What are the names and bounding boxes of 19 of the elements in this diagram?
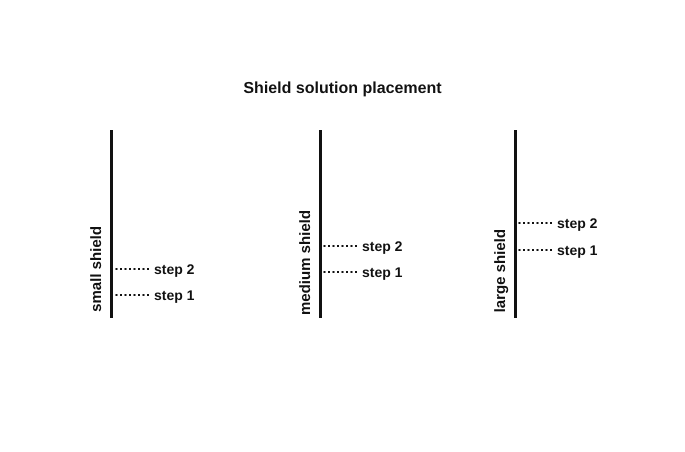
diagram-title: Shield solution placement bbox=[242, 80, 443, 98]
shield-label: medium shield bbox=[297, 210, 314, 315]
shield-bar bbox=[296, 130, 322, 318]
shield-label: small shield bbox=[88, 226, 105, 312]
step-label: step 2 bbox=[154, 260, 194, 278]
step-label: step 1 bbox=[362, 263, 402, 281]
step-label: step 2 bbox=[362, 237, 402, 255]
step-label: step 1 bbox=[154, 286, 194, 304]
step-label: step 1 bbox=[557, 241, 598, 259]
leader-line bbox=[113, 294, 149, 296]
leader-line bbox=[517, 222, 552, 224]
leader-line bbox=[322, 271, 357, 273]
step-label: step 2 bbox=[557, 214, 598, 232]
shield-label: large shield bbox=[492, 228, 509, 312]
leader-line bbox=[113, 268, 149, 270]
leader-line bbox=[322, 245, 357, 247]
shield-bar bbox=[491, 130, 517, 318]
shield-bar bbox=[87, 130, 113, 318]
leader-line bbox=[517, 249, 552, 251]
